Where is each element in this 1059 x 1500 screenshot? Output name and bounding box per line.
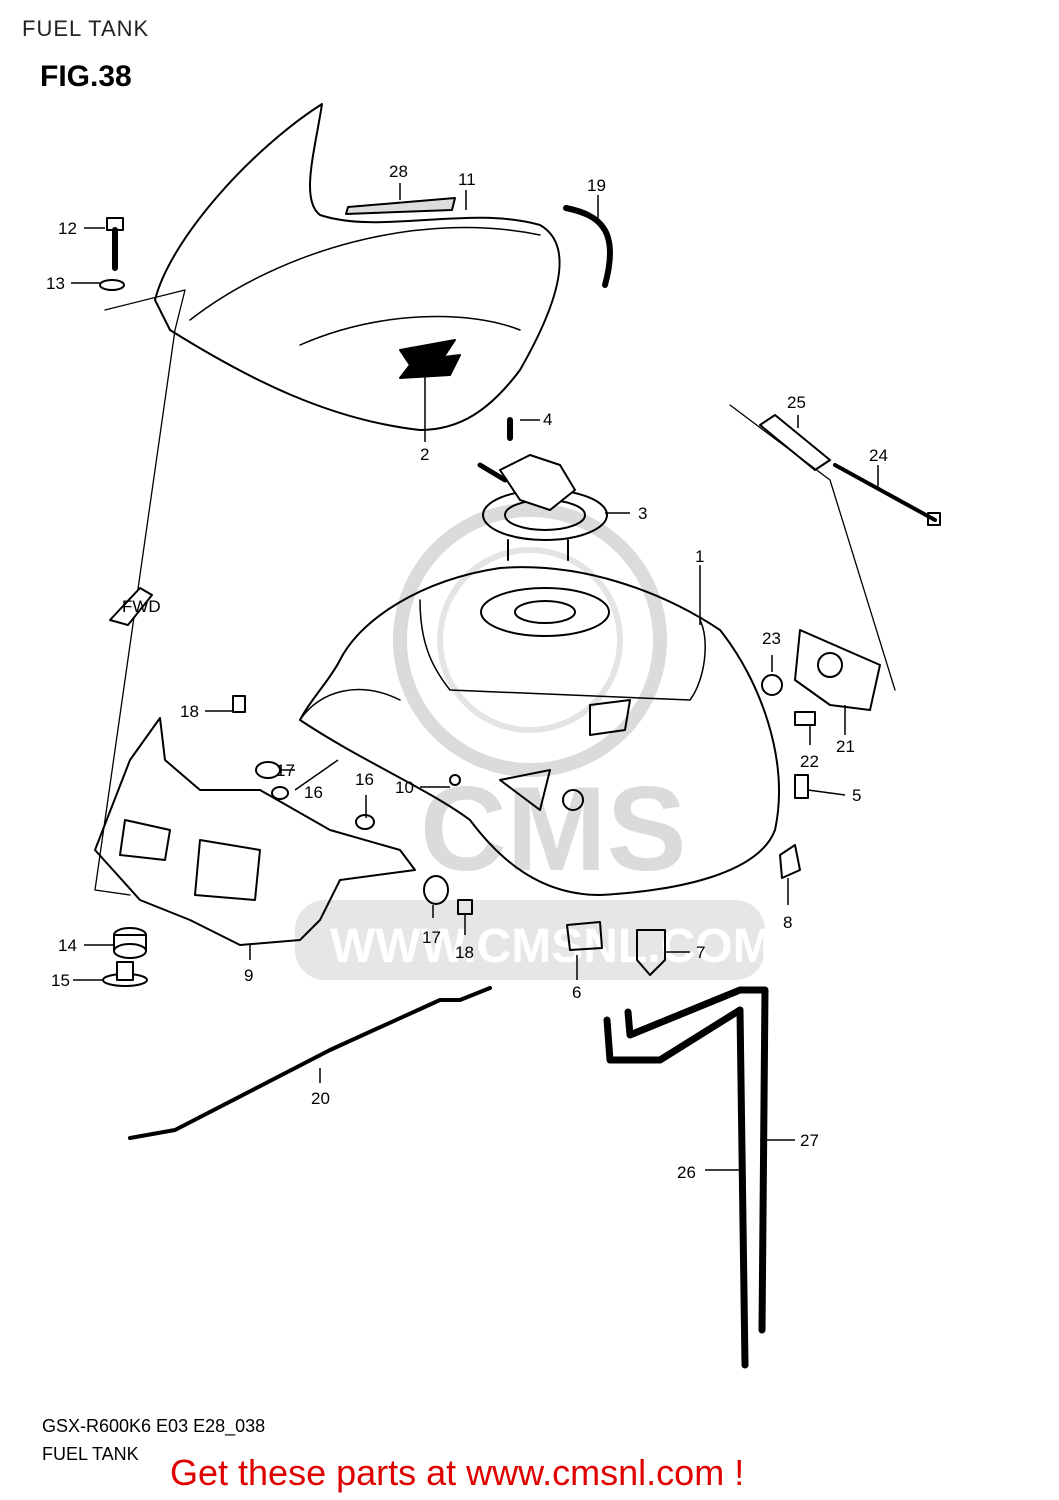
callout-part-16: 16 [304, 783, 323, 802]
page-header: FUEL TANK [22, 16, 150, 41]
callout-part-12: 12 [58, 219, 77, 238]
callout-part-20: 20 [311, 1089, 330, 1108]
watermark-url: WWW.CMSNL.COM [330, 920, 773, 973]
figure-label: FIG.38 [40, 60, 132, 93]
model-code: GSX-R600K6 E03 E28_038 [42, 1416, 266, 1436]
callout-part-28: 28 [389, 162, 408, 181]
callout-part-1: 1 [695, 547, 704, 566]
callout-part-17: 17 [422, 928, 441, 947]
callout-part-19: 19 [587, 176, 606, 195]
callout-part-5: 5 [852, 786, 861, 805]
callout-part-16: 16 [355, 770, 374, 789]
callout-part-15: 15 [51, 971, 70, 990]
callout-part-21: 21 [836, 737, 855, 756]
callout-part-18: 18 [180, 702, 199, 721]
tank-cover-part [154, 103, 561, 431]
callout-part-7: 7 [696, 943, 705, 962]
callout-part-23: 23 [762, 629, 781, 648]
fuel-tank-part [299, 566, 780, 896]
callout-part-25: 25 [787, 393, 806, 412]
section-title: FUEL TANK [42, 1444, 139, 1464]
callout-part-13: 13 [46, 274, 65, 293]
fwd-label: FWD [122, 597, 161, 616]
callout-part-27: 27 [800, 1131, 819, 1150]
callout-part-17: 17 [276, 761, 295, 780]
callout-part-3: 3 [638, 504, 647, 523]
callout-part-14: 14 [58, 936, 77, 955]
callout-part-10: 10 [395, 778, 414, 797]
watermark-brand: CMS [420, 762, 687, 896]
callout-part-18: 18 [455, 943, 474, 962]
callout-part-9: 9 [244, 966, 253, 985]
cta-link[interactable]: Get these parts at www.cmsnl.com ! [170, 1452, 745, 1493]
callout-part-11: 11 [458, 170, 476, 189]
callout-part-24: 24 [869, 446, 888, 465]
callout-part-6: 6 [572, 983, 581, 1002]
callout-part-4: 4 [543, 410, 552, 429]
callout-part-2: 2 [420, 445, 429, 464]
watermark: CMS WWW.CMSNL.COM [295, 503, 773, 980]
callout-part-26: 26 [677, 1163, 696, 1182]
bracket-part [94, 717, 416, 946]
callout-part-8: 8 [783, 913, 792, 932]
callout-part-22: 22 [800, 752, 819, 771]
